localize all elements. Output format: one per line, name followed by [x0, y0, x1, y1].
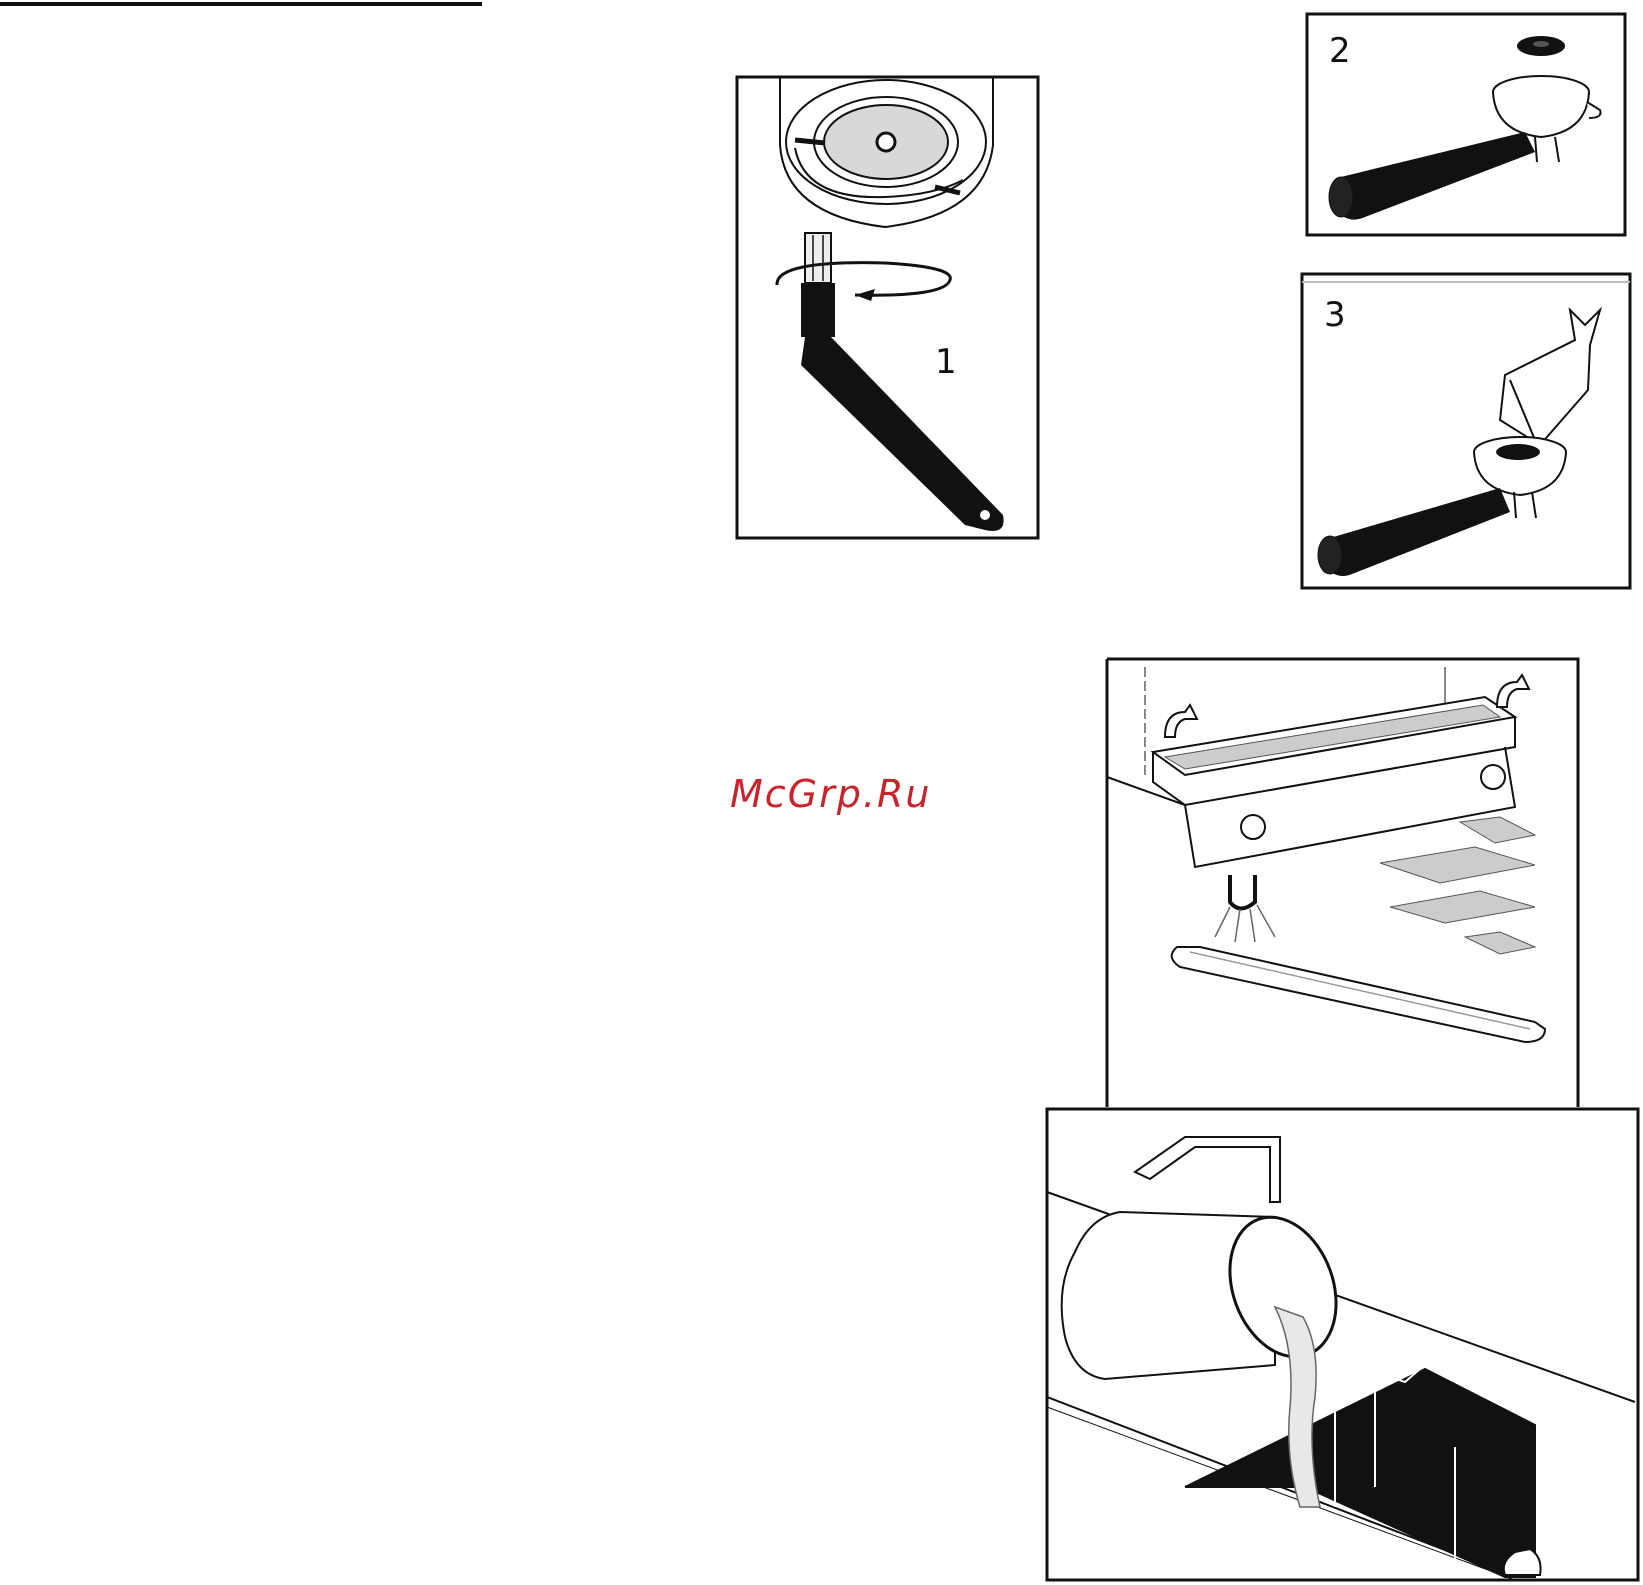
- figure-5-panel: [1045, 1107, 1640, 1582]
- figure-2-number: 2: [1329, 31, 1351, 71]
- figure-3-number: 3: [1324, 295, 1346, 335]
- portafilter-icon: 2: [1305, 12, 1627, 237]
- figure-2-panel: 2: [1305, 12, 1627, 237]
- pouring-water-icon: [1045, 1107, 1640, 1582]
- figure-1-number: 1: [935, 342, 957, 382]
- watermark-text: McGrp.Ru: [730, 772, 931, 816]
- drip-tray-icon: [1105, 657, 1580, 1109]
- brush-cleaning-icon: 1: [735, 75, 1040, 540]
- portafilter-clip-icon: 3: [1300, 270, 1632, 590]
- figure-1-panel: 1: [735, 75, 1040, 540]
- figure-4-panel: [1105, 657, 1580, 1109]
- header-rule: [0, 2, 482, 6]
- figure-3-panel: 3: [1300, 270, 1632, 590]
